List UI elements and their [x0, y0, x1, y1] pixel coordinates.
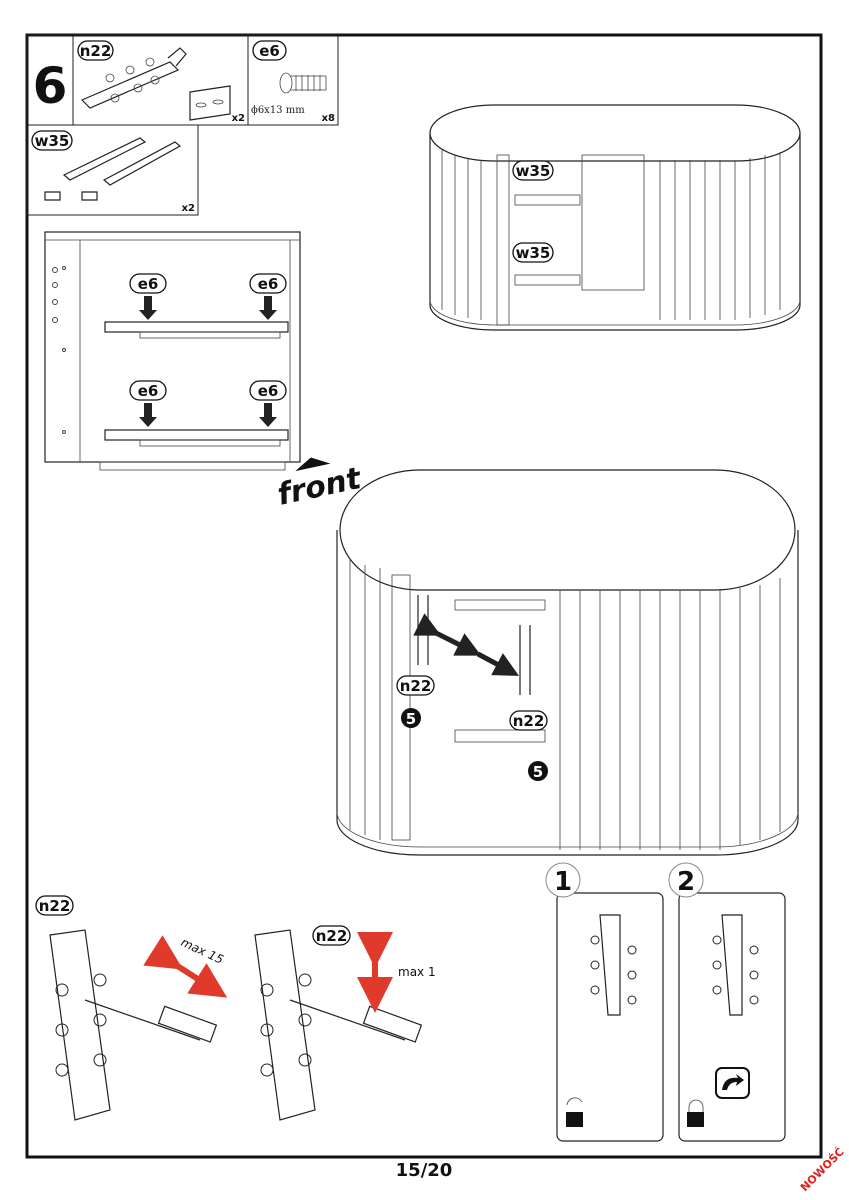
page-frame: [25, 33, 823, 1159]
svg-text:1: 1: [554, 867, 572, 897]
svg-text:n22: n22: [39, 897, 71, 915]
front-direction-label: front: [274, 457, 366, 513]
hinge-adjust-depth: n22 max 15: [35, 895, 228, 1121]
svg-text:e6: e6: [138, 275, 159, 293]
lock-closed-icon: [688, 1099, 704, 1112]
svg-text:2: 2: [677, 867, 695, 897]
cabinet-top-view: w35 w35: [429, 104, 801, 331]
screw-callout-e6: e6: [249, 380, 287, 427]
svg-text:e6: e6: [258, 382, 279, 400]
svg-text:w35: w35: [35, 132, 70, 150]
svg-text:x2: x2: [182, 203, 195, 214]
step-number: 6: [33, 57, 68, 115]
hinge-callout-n22: n22: [396, 675, 435, 696]
svg-text:ϕ6x13 mm: ϕ6x13 mm: [251, 105, 305, 116]
svg-text:w35: w35: [516, 162, 551, 180]
cabinet-main-view: n22 n22 5 5: [336, 469, 799, 856]
screw-callout-e6: e6: [129, 273, 167, 320]
svg-text:n22: n22: [80, 42, 112, 60]
side-panel-diagram: e6 e6 e6 e6: [44, 231, 301, 471]
hinge-callout-n22: n22: [509, 710, 548, 731]
page-number: 15/20: [396, 1160, 453, 1181]
svg-text:5: 5: [406, 710, 416, 728]
lock-step-2: 2: [668, 862, 786, 1142]
part-n22: n22 x2: [77, 40, 245, 124]
depth-adjust-label: max 15: [179, 935, 226, 967]
rotate-icon: [715, 1067, 750, 1099]
step-ref-5: 5: [401, 708, 421, 728]
slide-callout-w35: w35: [512, 160, 554, 181]
svg-text:x8: x8: [322, 113, 335, 124]
height-adjust-label: max 1: [398, 965, 436, 979]
svg-text:n22: n22: [400, 677, 432, 695]
part-w35: w35 x2: [31, 130, 195, 214]
parts-table: 6 n22 x2 e6 ϕ6x13 mm x8 w35: [26, 34, 339, 216]
drawer-slide: [104, 429, 289, 447]
svg-text:front: front: [274, 461, 365, 513]
svg-text:w35: w35: [516, 244, 551, 262]
svg-text:e6: e6: [259, 42, 280, 60]
lock-open-icon: [566, 1097, 583, 1106]
svg-text:n22: n22: [513, 712, 545, 730]
svg-text:e6: e6: [258, 275, 279, 293]
step-ref-5: 5: [528, 761, 548, 781]
svg-text:x2: x2: [232, 113, 245, 124]
drawer-slide: [104, 321, 289, 339]
svg-text:n22: n22: [316, 927, 348, 945]
screw-callout-e6: e6: [129, 380, 167, 427]
lock-step-1: 1: [545, 862, 664, 1142]
svg-text:e6: e6: [138, 382, 159, 400]
svg-text:5: 5: [533, 763, 543, 781]
screw-callout-e6: e6: [249, 273, 287, 320]
slide-callout-w35: w35: [512, 242, 554, 263]
part-e6: e6 ϕ6x13 mm x8: [251, 40, 335, 124]
hinge-adjust-height: n22 max 1: [254, 925, 436, 1121]
lock-open-icon-body: [566, 1112, 583, 1127]
